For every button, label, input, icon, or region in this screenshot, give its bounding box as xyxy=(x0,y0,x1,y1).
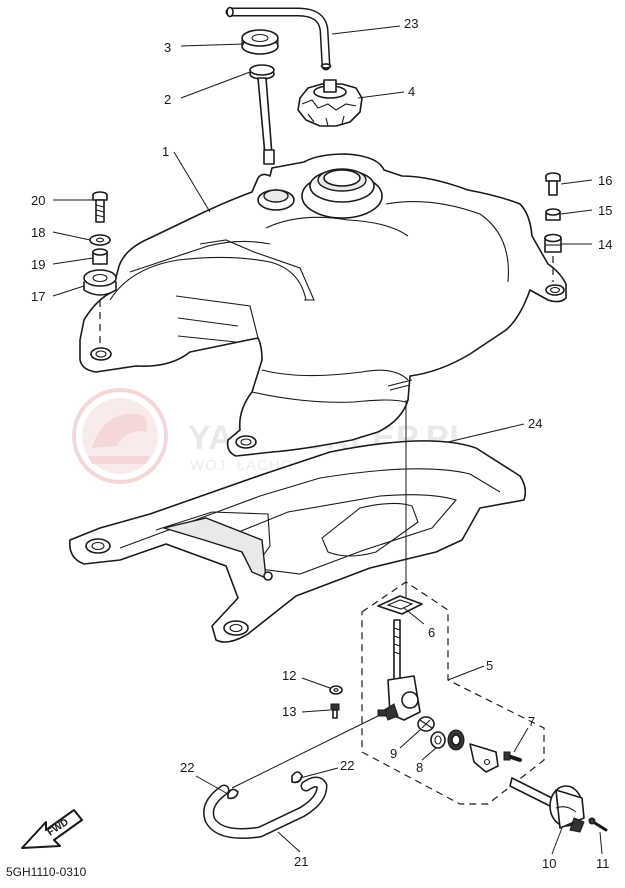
washer-part-18 xyxy=(89,234,111,246)
callout-17: 17 xyxy=(31,289,45,304)
plate-part-7a xyxy=(469,743,499,773)
screw-part-7 xyxy=(503,751,522,762)
callout-5: 5 xyxy=(486,658,493,673)
lever-part-10 xyxy=(509,777,585,833)
fuel-gauge-part-2 xyxy=(249,64,275,165)
tank-bracket-part-24 xyxy=(68,440,527,643)
watermark-logo-icon xyxy=(72,388,168,484)
bolt-part-20 xyxy=(92,191,108,223)
callout-22-right: 22 xyxy=(340,758,354,773)
callout-12: 12 xyxy=(282,668,296,683)
bolt-part-13 xyxy=(330,703,340,719)
callout-3: 3 xyxy=(164,40,171,55)
callout-4: 4 xyxy=(408,84,415,99)
callout-13: 13 xyxy=(282,704,296,719)
fuel-cap-part-4 xyxy=(297,79,363,127)
callout-19: 19 xyxy=(31,257,45,272)
bolt-part-16 xyxy=(545,172,561,196)
callout-1: 1 xyxy=(162,144,169,159)
callout-21: 21 xyxy=(294,854,308,869)
screw-part-11 xyxy=(588,817,608,832)
fuel-cock-assembly-outline xyxy=(361,581,545,805)
fuel-tank-part-1 xyxy=(79,153,567,457)
diaphragm-part-8b xyxy=(447,729,465,751)
callout-18: 18 xyxy=(31,225,45,240)
fuel-hose-part-21 xyxy=(203,776,328,839)
callout-labels: 3 2 23 4 1 20 18 19 17 16 15 14 24 6 5 1… xyxy=(31,16,612,871)
gasket-part-6 xyxy=(377,595,423,615)
o-ring-part-8 xyxy=(430,731,446,749)
callout-14: 14 xyxy=(598,237,612,252)
callout-10: 10 xyxy=(542,856,556,871)
washer-part-12 xyxy=(329,685,343,695)
grommet-part-3 xyxy=(241,29,279,55)
callout-20: 20 xyxy=(31,193,45,208)
breather-hose-part-23 xyxy=(225,6,332,71)
forward-direction-arrow-icon: FWD xyxy=(21,809,83,849)
collar-part-15 xyxy=(545,208,561,221)
callout-8: 8 xyxy=(416,760,423,775)
damper-part-14 xyxy=(544,233,562,253)
callout-9: 9 xyxy=(390,746,397,761)
damper-part-17 xyxy=(83,269,117,296)
callout-16: 16 xyxy=(598,173,612,188)
clip-part-22-right xyxy=(291,771,303,784)
callout-6: 6 xyxy=(428,625,435,640)
callout-15: 15 xyxy=(598,203,612,218)
callout-2: 2 xyxy=(164,92,171,107)
callout-7: 7 xyxy=(528,714,535,729)
callout-leaders xyxy=(52,25,603,855)
callout-24: 24 xyxy=(528,416,542,431)
clip-part-22-left xyxy=(227,788,239,800)
callout-11: 11 xyxy=(596,856,610,871)
callout-22-left: 22 xyxy=(180,760,194,775)
callout-23: 23 xyxy=(404,16,418,31)
screen-part-9 xyxy=(417,716,435,732)
fuel-cock-part-5 xyxy=(377,619,421,721)
collar-part-19 xyxy=(92,248,108,265)
diagram-code: 5GH1110-0310 xyxy=(6,865,87,879)
